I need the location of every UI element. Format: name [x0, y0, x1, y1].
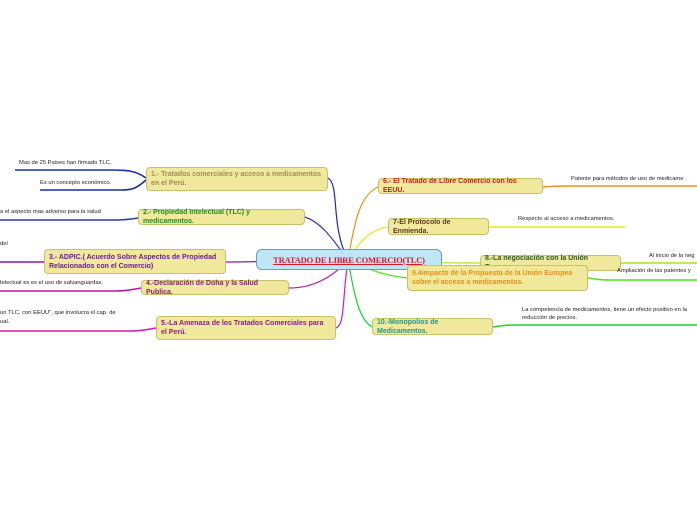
leaf-acceso-medicamentos[interactable]: Respecto al acceso a medicamentos. [518, 216, 615, 222]
branch-2-propiedad-intelectual[interactable]: 2.- Propiedad Intelectual (TLC) y medica… [138, 209, 305, 225]
branch-1-tratados-comerciales[interactable]: 1.- Tratados comerciales y acceso a medi… [146, 167, 328, 191]
leaf-tlc-eeuu[interactable]: un TLC. con EEUU", que involucra el cap.… [0, 310, 116, 316]
leaf-ampliacion-patentes[interactable]: Ampliación de las patentes y [617, 268, 691, 274]
leaf-adpic[interactable]: del [0, 241, 8, 247]
root-title: TRATADO DE LIBRE COMERCIO(TLC) [273, 254, 425, 265]
leaf-competencia-medicamentos[interactable]: La competencia de medicamentos, tiene un… [522, 307, 687, 321]
branch-7-protocolo-enmienda[interactable]: 7-El Protocolo de Enmienda. [388, 218, 489, 235]
branch-9-impacto-propuesta[interactable]: 9.4impacto de la Propuesta de la Unión E… [407, 265, 588, 291]
branch-5-amenaza-tratados[interactable]: 5.-La Amenaza de los Tratados Comerciale… [156, 316, 336, 340]
leaf-concepto-economico[interactable]: Es un concepto económico. [40, 180, 112, 186]
leaf-salvaguardas[interactable]: telectual es es el uso de salvanguardas. [0, 280, 104, 286]
leaf-tlc-eeuu-cont[interactable]: ual. [0, 319, 10, 325]
root-topic[interactable]: TRATADO DE LIBRE COMERCIO(TLC) [256, 249, 442, 270]
branch-6-tlc-eeuu[interactable]: 6.- El Tratado de Libre Comercio con los… [378, 178, 543, 194]
leaf-inicio-negociacion[interactable]: Al inicio de la neg [649, 253, 695, 259]
branch-10-monopolios[interactable]: 10.-Monopolios de Medicamentos. [372, 318, 493, 335]
branch-3-adpic[interactable]: 3.- ADPIC.( Acuerdo Sobre Aspectos de Pr… [44, 249, 226, 274]
leaf-patente-metodos[interactable]: Patente para métodos de uso de medicame [571, 176, 684, 182]
branch-4-declaracion-doha[interactable]: 4.-Declaración de Doha y la Salud Public… [141, 280, 289, 296]
leaf-25-paises[interactable]: Mas de 25 Paises han firmado TLC. [19, 160, 112, 166]
leaf-aspecto-adverso[interactable]: a el aspecto mas adverso para la salud [0, 209, 101, 215]
